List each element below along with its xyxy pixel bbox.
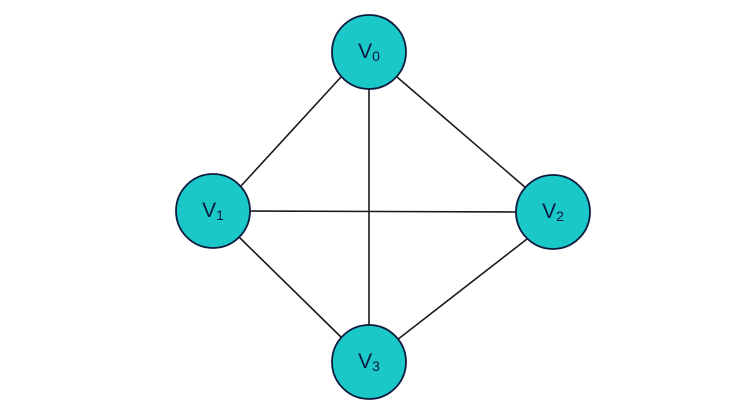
edge-v0-v1[interactable]: [240, 76, 342, 187]
edge-v2-v3[interactable]: [396, 238, 528, 341]
edge-v0-v2[interactable]: [396, 76, 527, 189]
node-v1[interactable]: V1: [175, 173, 251, 249]
node-v2[interactable]: V2: [515, 174, 591, 250]
node-v0[interactable]: V0: [331, 14, 407, 90]
edge-v1-v2[interactable]: [249, 210, 517, 213]
node-v1-circle[interactable]: [175, 173, 251, 249]
edge-v1-v3[interactable]: [239, 237, 343, 339]
node-layer: V0 V1 V2 V3: [175, 14, 591, 400]
node-v3[interactable]: V3: [331, 324, 407, 400]
node-v2-circle[interactable]: [515, 174, 591, 250]
node-v3-circle[interactable]: [331, 324, 407, 400]
edge-layer: [239, 76, 528, 341]
node-v0-circle[interactable]: [331, 14, 407, 90]
